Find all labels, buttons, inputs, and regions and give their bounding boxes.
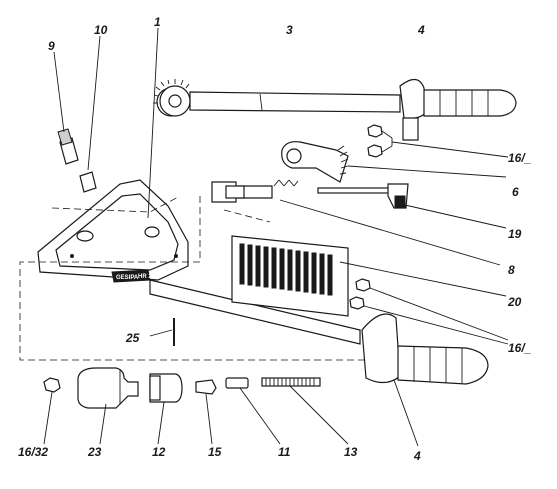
label-13: 13 xyxy=(344,445,358,459)
label-11: 11 xyxy=(278,445,291,459)
label-3: 3 xyxy=(286,23,293,37)
part-23-nosepiece xyxy=(77,367,139,445)
part-6-pawl xyxy=(281,141,507,183)
label-4-bottom: 4 xyxy=(413,449,421,463)
part-15-jaw xyxy=(195,379,217,445)
part-16-32-nut xyxy=(43,377,61,445)
label-16-32: 16/32 xyxy=(18,445,48,459)
part-9-bolt xyxy=(53,51,79,165)
label-10: 10 xyxy=(94,23,108,37)
part-19-pin xyxy=(317,183,507,229)
part-11-pusher xyxy=(225,377,281,445)
part-8-rack xyxy=(211,179,501,266)
label-4-top: 4 xyxy=(417,23,425,37)
label-12: 12 xyxy=(152,445,166,459)
label-25: 25 xyxy=(125,331,140,345)
label-8: 8 xyxy=(508,263,515,277)
label-9: 9 xyxy=(48,39,55,53)
label-19: 19 xyxy=(508,227,522,241)
brand-text: GESIPA xyxy=(116,275,139,281)
model-text: HR 2 xyxy=(138,274,152,280)
part-3-upper-handle xyxy=(153,78,517,141)
part-16-upper-screws xyxy=(367,124,509,158)
label-1: 1 xyxy=(154,15,161,29)
label-6: 6 xyxy=(512,185,519,199)
label-20: 20 xyxy=(507,295,522,309)
part-lower-handle xyxy=(149,279,489,447)
part-10-screw xyxy=(79,35,101,193)
label-16-upper: 16/_ xyxy=(508,151,532,165)
assembly-dashed-lines xyxy=(19,195,390,361)
label-15: 15 xyxy=(208,445,222,459)
part-16-lower-screws xyxy=(349,278,509,345)
part-13-spring xyxy=(261,377,349,445)
label-16-lower: 16/_ xyxy=(508,341,532,355)
label-23: 23 xyxy=(87,445,102,459)
part-1-housing xyxy=(37,27,189,283)
part-20-ribbed-plate xyxy=(231,235,507,317)
part-12-sleeve xyxy=(149,373,183,445)
part-25-pin xyxy=(149,318,175,346)
